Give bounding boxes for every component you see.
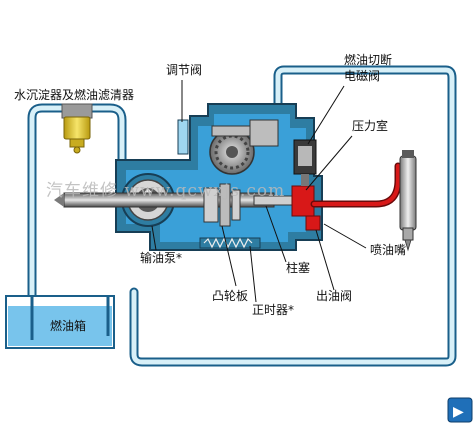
water-filter-label: 水沉淀器及燃油滤清器: [14, 87, 134, 102]
fuel-tank: 燃油箱: [5, 295, 115, 349]
fuel-cutoff-valve-label-line2: 电磁阀: [344, 68, 380, 83]
fuel-cutoff-valve-label-line1: 燃油切断: [344, 52, 392, 67]
feed-pump-label: 输油泵*: [140, 250, 182, 265]
injector: [399, 150, 417, 252]
pressure-chamber-label: 压力室: [352, 118, 388, 133]
next-arrow-icon: ▶: [453, 404, 464, 420]
water-separator-filter: 水沉淀器及燃油滤清器: [14, 87, 134, 154]
cam-plate-label: 凸轮板: [212, 289, 248, 303]
watermark-text: 汽车维修 www.qcwxjs.com: [46, 181, 285, 201]
high-pressure-line: [310, 162, 402, 208]
next-button[interactable]: ▶: [447, 397, 473, 423]
delivery-valve-label: 出油阀: [316, 289, 352, 303]
injection-pump-body: [54, 103, 323, 251]
timer-label: 正时器*: [252, 303, 294, 317]
leader-lines: [151, 80, 367, 303]
plunger-label: 柱塞: [286, 260, 310, 275]
fuel-lines: [27, 65, 457, 367]
injector-label: 喷油嘴: [370, 243, 406, 257]
regulator-valve-label: 调节阀: [166, 63, 202, 77]
fuel-tank-label: 燃油箱: [50, 318, 86, 333]
